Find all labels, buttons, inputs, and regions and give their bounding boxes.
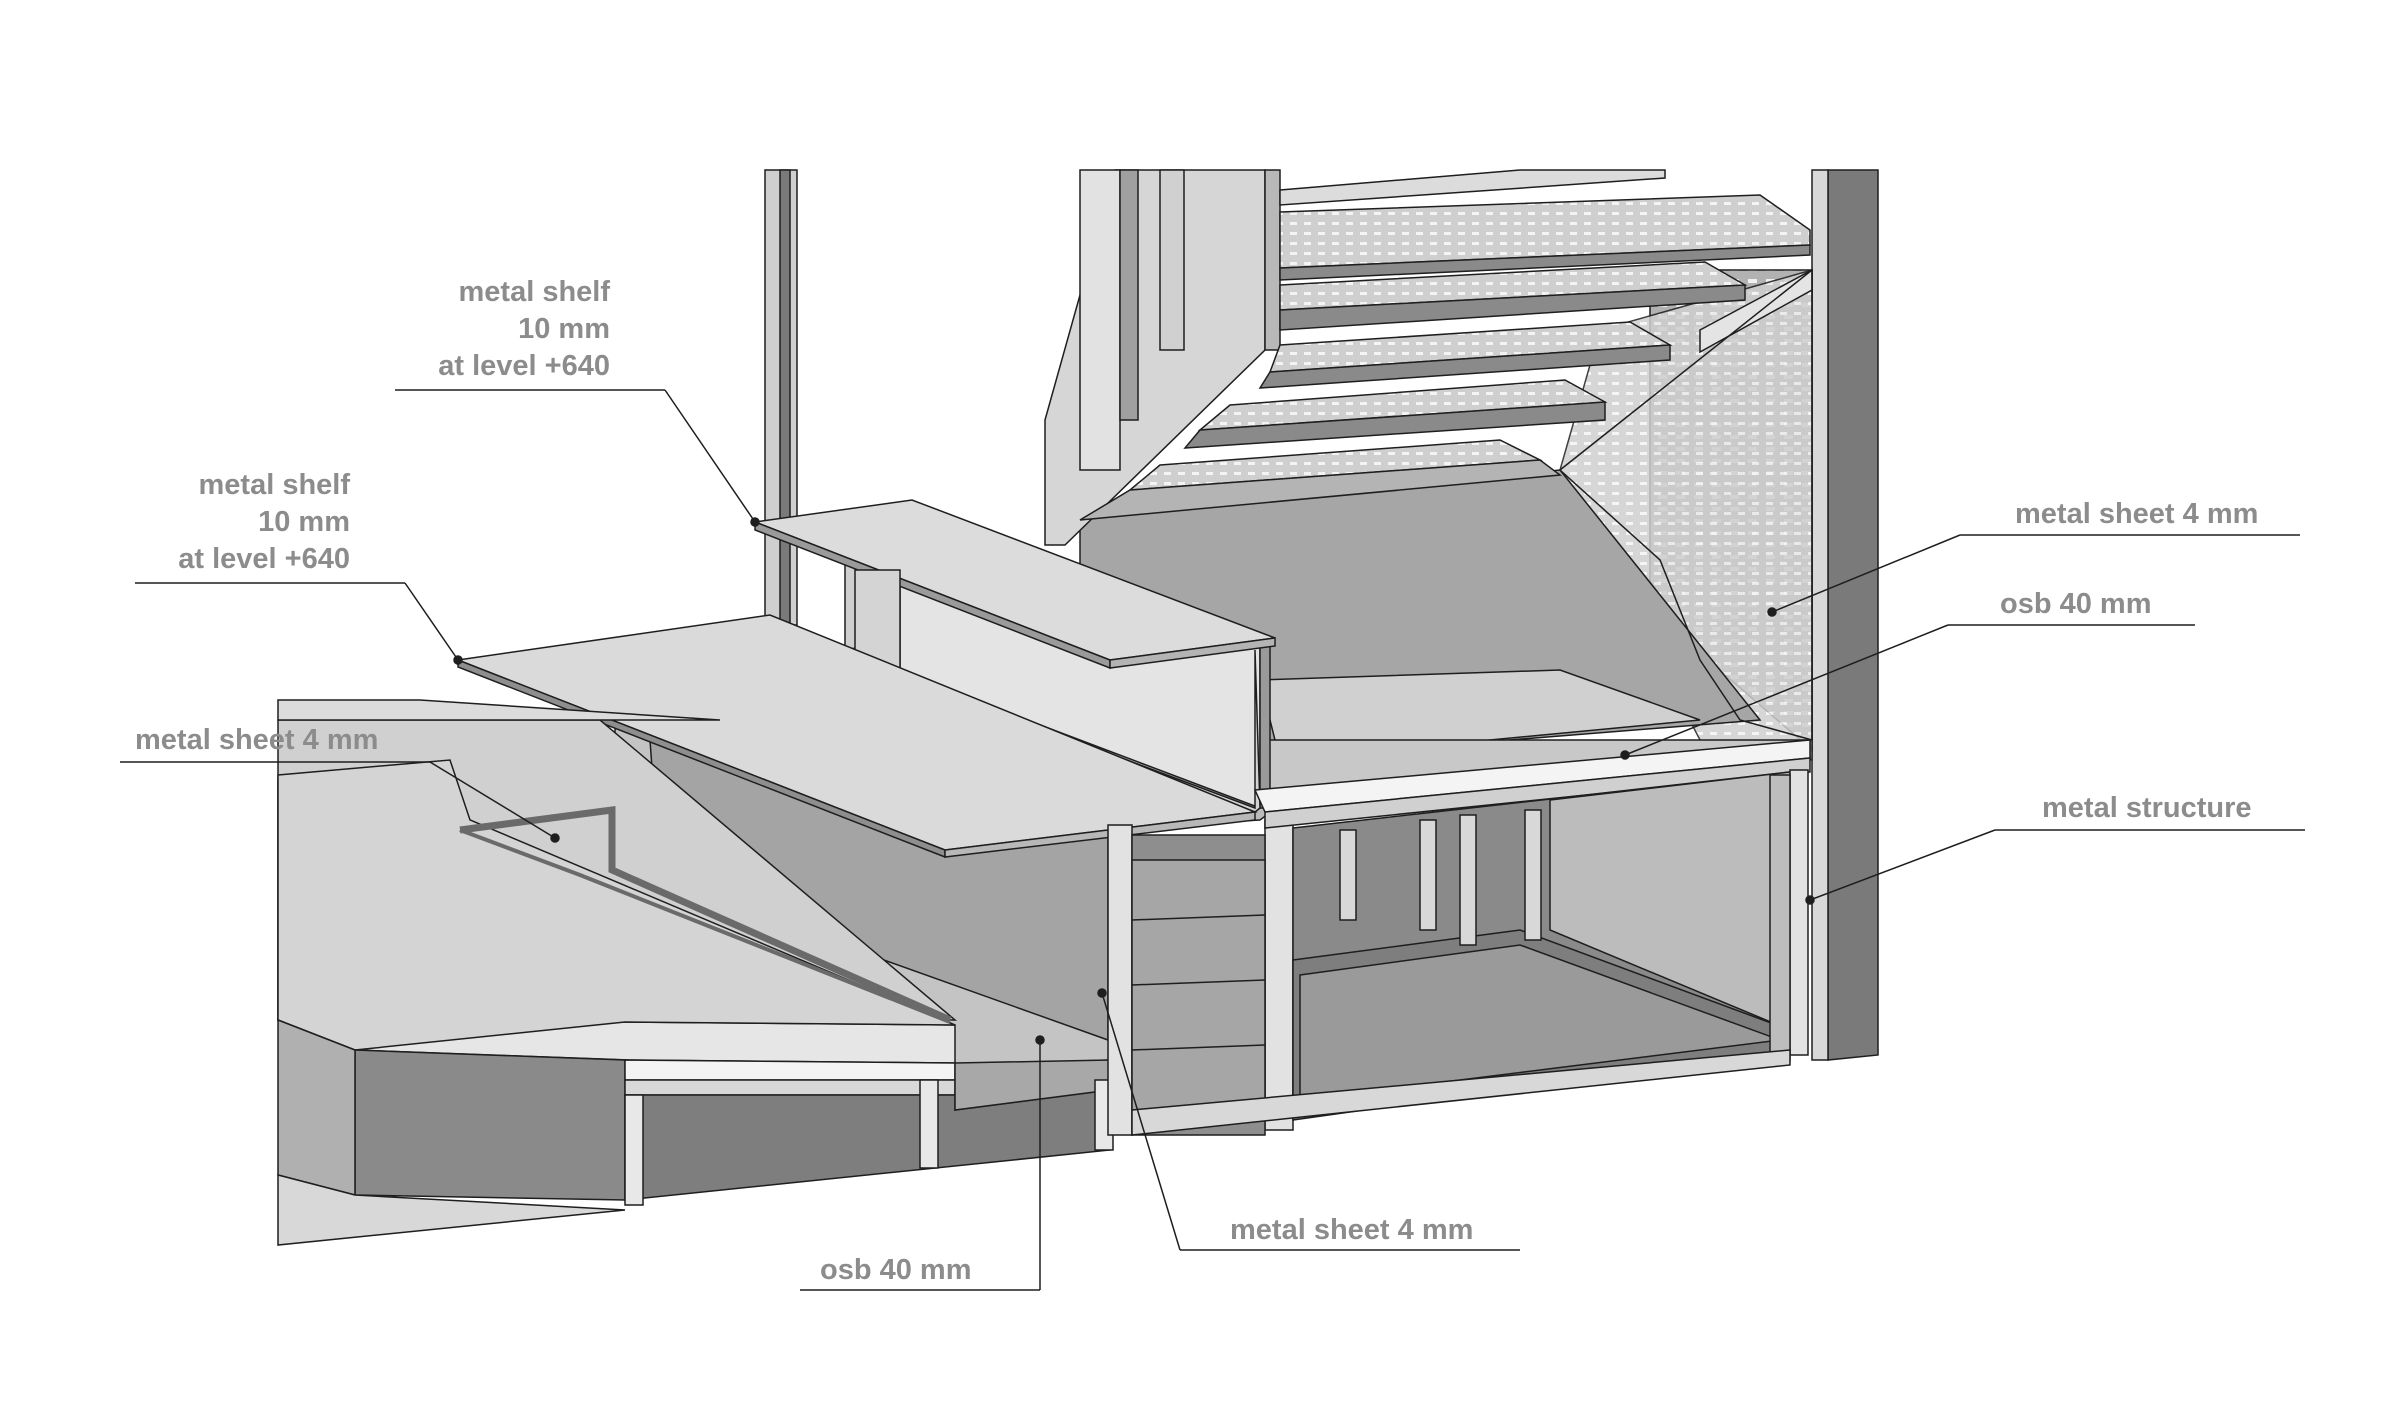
label-line: at level +640 xyxy=(438,350,610,382)
label-line: metal sheet 4 mm xyxy=(135,724,379,756)
label-line: at level +640 xyxy=(178,543,350,575)
label-line: metal sheet 4 mm xyxy=(2015,498,2259,530)
label-metal-shelf-lower: metal shelf 10 mm at level +640 xyxy=(140,467,350,578)
label-line: metal structure xyxy=(2042,792,2252,824)
label-line: 10 mm xyxy=(518,313,610,345)
label-line: metal shelf xyxy=(198,469,351,501)
upper-shelf xyxy=(752,499,1276,813)
label-line: metal shelf xyxy=(458,276,611,308)
label-metal-structure: metal structure xyxy=(2042,790,2252,827)
label-metal-shelf-upper: metal shelf 10 mm at level +640 xyxy=(400,274,610,385)
central-frame-and-room xyxy=(1107,739,1811,1136)
label-metal-sheet-bottom: metal sheet 4 mm xyxy=(1230,1212,1473,1249)
label-osb-right: osb 40 mm xyxy=(2000,586,2152,623)
label-line: 10 mm xyxy=(258,506,350,538)
label-line: osb 40 mm xyxy=(2000,588,2152,620)
staircase xyxy=(764,169,1813,741)
label-osb-bottom: osb 40 mm xyxy=(820,1252,972,1289)
floor-platform xyxy=(277,699,1114,1246)
leader-lines xyxy=(120,389,2305,1291)
label-metal-sheet-left: metal sheet 4 mm xyxy=(135,722,378,759)
label-metal-sheet-right: metal sheet 4 mm xyxy=(2015,496,2258,533)
lower-shelf-and-box xyxy=(455,614,1258,1066)
label-line: osb 40 mm xyxy=(820,1254,972,1286)
label-line: metal sheet 4 mm xyxy=(1230,1214,1474,1246)
